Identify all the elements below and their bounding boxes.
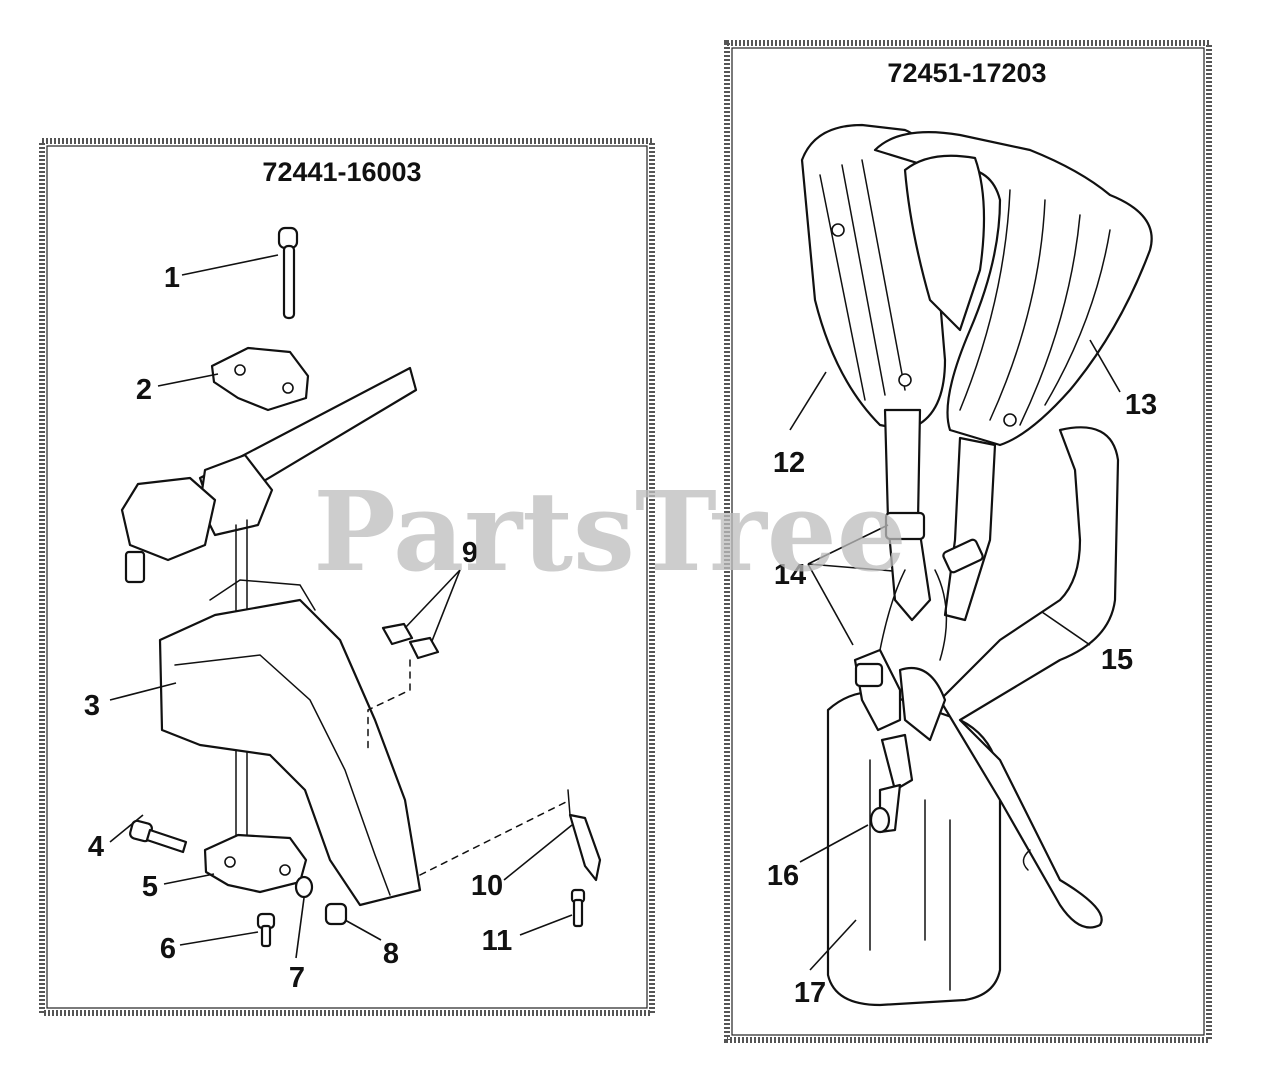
panel-left-part-number: 72441-16003 [262,157,421,187]
bracket-pair-part [381,622,440,660]
cutter-screw-part [570,888,586,928]
right-shoulder-pad-part [873,131,1153,447]
nut-part [324,902,348,926]
callout-7: 7 [289,962,305,994]
callout-8: 8 [383,938,399,970]
gear-head-part [120,453,274,584]
watermark-text: PartsTree [313,467,907,596]
line-cutter-part [567,789,602,882]
callout-1: 1 [164,262,180,294]
side-bolt-part [129,819,188,854]
panel-right-part-number: 72451-17203 [887,58,1046,88]
callout-4: 4 [88,831,104,863]
assembly-drawing-left [120,226,602,948]
callout-13: 13 [1125,389,1157,421]
upper-clamp-part [210,346,310,412]
harness-drawing [800,123,1153,1007]
callout-14: 14 [774,559,806,591]
callout-2: 2 [136,374,152,406]
guard-part [158,579,422,907]
callout-9: 9 [462,537,478,569]
callout-17: 17 [794,977,826,1009]
shoulder-straps-part [853,408,997,742]
panel-right: 72451-17203 [724,40,1212,1043]
callout-3: 3 [84,690,100,722]
waist-belt-part [938,426,1120,929]
callout-11: 11 [482,925,513,957]
callout-15: 15 [1101,644,1133,676]
bolt-part [277,226,299,320]
callout-6: 6 [160,933,176,965]
panel-left: 72441-16003 [39,138,655,1016]
callout-16: 16 [767,860,799,892]
washer-part [294,875,314,899]
callout-12: 12 [773,447,805,479]
callout-10: 10 [471,870,503,902]
screw-part [256,912,276,948]
hook-part [869,733,914,834]
callout-5: 5 [142,871,158,903]
